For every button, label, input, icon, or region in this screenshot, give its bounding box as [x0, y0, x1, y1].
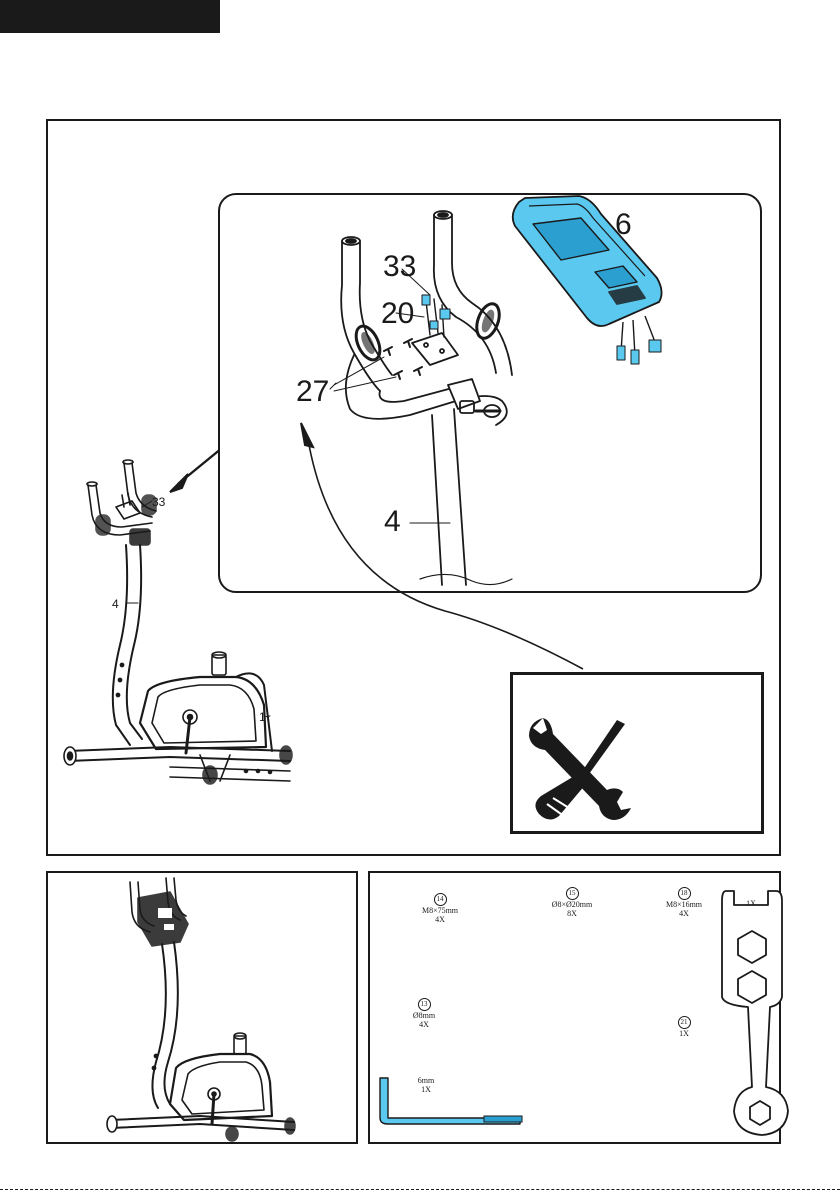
callout-cable-bracket: 33	[383, 252, 416, 282]
hardware-part-number: 13	[418, 998, 431, 1011]
hardware-qty: 4X	[679, 909, 689, 918]
wrench-and-screwdriver-icon	[525, 712, 637, 824]
hardware-size: Ø8×Ø20mm	[552, 900, 593, 909]
hardware-qty: 8X	[567, 909, 577, 918]
hardware-qty: 1X	[679, 1029, 689, 1038]
hardware-part-number: 14	[434, 893, 447, 906]
hardware-qty: 4X	[419, 1020, 429, 1029]
hardware-item-21: 21 1X	[654, 1016, 714, 1038]
callout-screws: 27	[296, 377, 329, 407]
hardware-size: M8×75mm	[422, 906, 458, 915]
hardware-part-number: 15	[566, 887, 579, 900]
tool-pointer-arrow	[295, 415, 595, 675]
hardware-item-13: 13 Ø8mm 4X	[394, 998, 454, 1029]
allen-key-icon	[374, 1074, 524, 1128]
header-bar	[0, 0, 220, 33]
hardware-item-18: 18 M8×16mm 4X	[654, 887, 714, 918]
hardware-item-15: 15 Ø8×Ø20mm 8X	[542, 887, 602, 918]
hardware-size: M8×16mm	[666, 900, 702, 909]
hardware-item-14: 14 M8×75mm 4X	[410, 893, 470, 924]
multi-wrench-icon	[712, 887, 792, 1137]
hardware-qty: 4X	[435, 915, 445, 924]
assembled-bike-illustration	[100, 872, 310, 1142]
footer-rule	[0, 1189, 840, 1190]
hardware-part-number: 21	[678, 1016, 691, 1029]
callout-cable: 20	[381, 299, 414, 329]
computer-console-illustration	[505, 192, 675, 377]
hardware-part-number: 18	[678, 887, 691, 900]
callout-overview-frame: 1	[259, 711, 266, 723]
hardware-size: Ø8mm	[413, 1011, 435, 1020]
callout-overview-post: 4	[112, 598, 119, 610]
callout-display: 6	[615, 210, 632, 240]
